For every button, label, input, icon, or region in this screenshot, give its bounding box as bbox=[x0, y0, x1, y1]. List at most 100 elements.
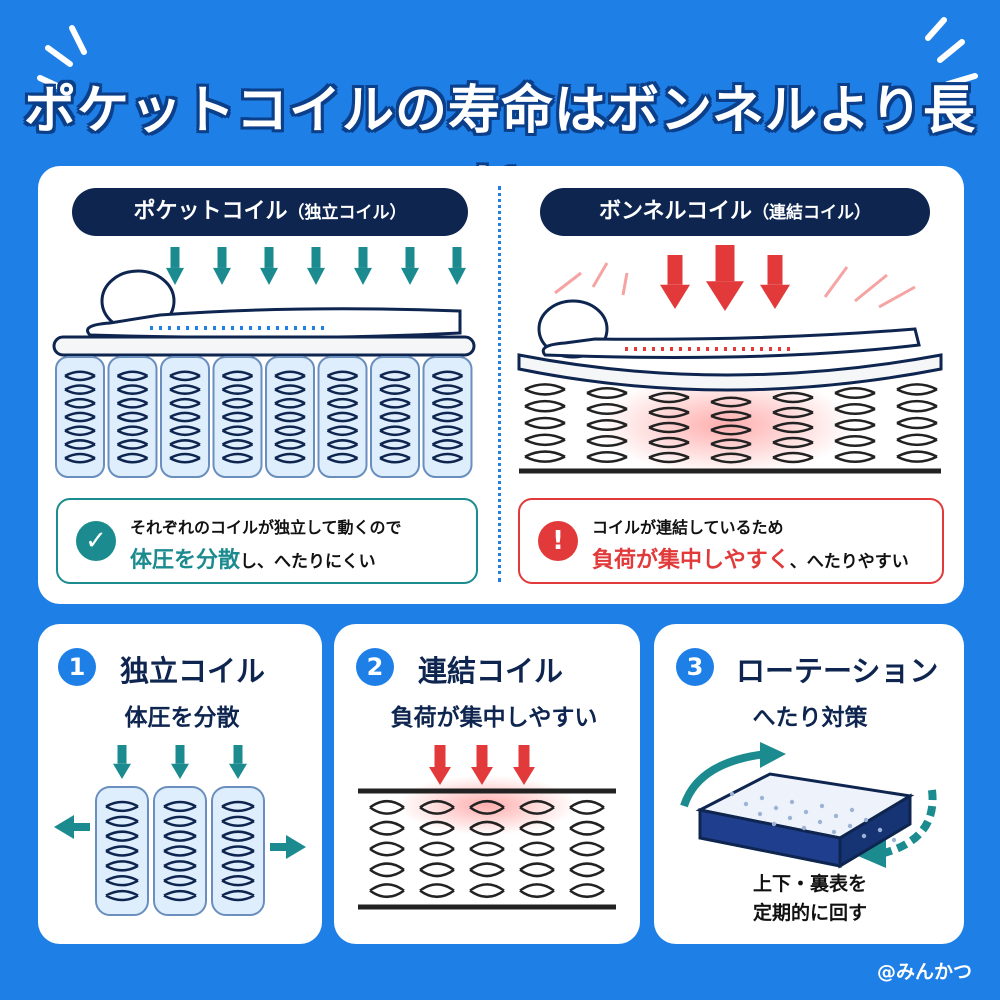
coil-spring bbox=[221, 370, 254, 464]
coil-spring bbox=[896, 383, 938, 463]
bonnell-callout-highlight: 負荷が集中しやすく bbox=[592, 548, 790, 573]
bonnell-callout-line1: コイルが連結しているため bbox=[592, 518, 784, 537]
coil-spring bbox=[834, 386, 876, 464]
bonnell-coil-label: ボンネルコイル（連結コイル） bbox=[540, 188, 930, 236]
arrow-shaft bbox=[217, 247, 227, 268]
author-handle: @みんかつ bbox=[876, 961, 972, 983]
arrow-shaft bbox=[434, 745, 446, 767]
card2-number: 2 bbox=[356, 648, 394, 686]
mattress-tuft bbox=[801, 825, 807, 831]
pocket-coil-cell bbox=[370, 356, 420, 478]
pocket-coil-label-sub: （独立コイル） bbox=[287, 203, 407, 223]
card2-heading: 連結コイル bbox=[418, 654, 564, 688]
exclamation-icon: ! bbox=[538, 521, 578, 561]
arrow-shaft bbox=[767, 255, 783, 285]
arrow-head bbox=[113, 763, 131, 779]
coil-spring bbox=[105, 800, 139, 902]
arrow-shaft bbox=[358, 247, 368, 268]
arrow-head bbox=[213, 267, 231, 285]
pocket-callout-line2: 体圧を分散し、へたりにくい bbox=[130, 542, 376, 574]
bonnell-callout-rest: 、へたりやすい bbox=[789, 552, 909, 572]
card1-sub-text: 体圧を分散 bbox=[124, 705, 240, 731]
mattress-tuft bbox=[831, 829, 837, 835]
coil-spring bbox=[369, 799, 405, 899]
pocket-callout-rest: し、へたりにくい bbox=[240, 552, 376, 572]
arrow-shaft bbox=[233, 745, 243, 764]
rotation-mattress-illustration bbox=[680, 742, 937, 869]
arrow-shaft bbox=[117, 745, 127, 764]
mattress-tuft bbox=[789, 799, 795, 805]
pocket-coil-callout: ✓ それぞれのコイルが独立して動くので 体圧を分散し、へたりにくい bbox=[56, 498, 478, 584]
card3-number: 3 bbox=[676, 648, 714, 686]
arrow-head bbox=[401, 267, 419, 285]
mattress-tuft bbox=[773, 805, 779, 811]
mattress-tuft bbox=[833, 813, 839, 819]
card1-coil-illustration bbox=[54, 745, 306, 916]
coil-spring bbox=[772, 391, 814, 464]
mattress-tuft bbox=[847, 823, 853, 829]
arrow-shaft bbox=[476, 745, 488, 767]
bonnell-coil-label-text: ボンネルコイル bbox=[598, 199, 753, 224]
arrow-shaft bbox=[405, 247, 415, 268]
arrow-head bbox=[229, 763, 247, 779]
coil-spring bbox=[569, 799, 605, 899]
card1-sub: 体圧を分散 bbox=[102, 698, 262, 732]
coil-spring bbox=[64, 370, 96, 464]
arrow-head bbox=[307, 267, 325, 285]
rotation-note: 上下・裏表を 定期的に回す bbox=[700, 870, 920, 928]
coil-spring bbox=[221, 800, 255, 902]
arrow-shaft bbox=[264, 247, 274, 268]
pocket-coil-cell bbox=[212, 356, 263, 478]
pocket-coil-illustration bbox=[52, 247, 476, 478]
mattress-tuft bbox=[819, 803, 825, 809]
coil-spring bbox=[169, 370, 201, 464]
mattress-tuft bbox=[759, 795, 765, 801]
arrow-head bbox=[354, 267, 372, 285]
coil-spring bbox=[710, 396, 752, 464]
coil-spring bbox=[469, 799, 505, 899]
coil-spring bbox=[326, 370, 359, 464]
pocket-coil-label-text: ポケットコイル bbox=[133, 199, 288, 224]
card2-sub-text: 負荷が集中しやすい bbox=[390, 705, 598, 731]
bonnell-coil-illustration bbox=[517, 245, 943, 475]
rotation-note-line1: 上下・裏表を bbox=[752, 873, 867, 895]
mattress-tuft bbox=[849, 807, 855, 813]
pocket-callout-line1: それぞれのコイルが独立して動くので bbox=[130, 518, 402, 537]
mattress-tuft bbox=[787, 815, 793, 821]
card3-heading: ローテーション bbox=[736, 654, 939, 688]
coil-spring bbox=[379, 370, 411, 464]
concentrated-load-arrows bbox=[660, 245, 790, 311]
pocket-coil-cell bbox=[55, 356, 105, 478]
mattress-tuft bbox=[863, 817, 869, 823]
downward-pressure-arrows bbox=[166, 247, 466, 285]
arrow-shaft bbox=[311, 247, 321, 268]
arrow-head bbox=[760, 284, 790, 309]
arrow-head bbox=[171, 763, 189, 779]
arrow-head bbox=[448, 267, 466, 285]
mattress-tuft bbox=[803, 809, 809, 815]
rotation-note-line2: 定期的に回す bbox=[752, 902, 867, 924]
check-icon: ✓ bbox=[76, 521, 116, 561]
coil-spring bbox=[519, 799, 555, 899]
arrow-shaft bbox=[715, 245, 735, 282]
coil-spring bbox=[648, 391, 690, 464]
pocket-coils bbox=[55, 356, 473, 478]
card1-number: 1 bbox=[58, 648, 96, 686]
card3-sub-text: へたり対策 bbox=[752, 705, 868, 731]
card2-coil-illustration bbox=[358, 745, 616, 910]
pocket-callout-highlight: 体圧を分散 bbox=[130, 548, 241, 573]
arrow-head bbox=[513, 767, 535, 785]
card3-sub: へたり対策 bbox=[730, 698, 890, 732]
mattress-tuft bbox=[743, 801, 749, 807]
coil-spring bbox=[431, 370, 464, 464]
coil-spring bbox=[163, 800, 197, 902]
mattress-tuft bbox=[757, 811, 763, 817]
pocket-coil-cell bbox=[160, 356, 210, 478]
arrow-head bbox=[660, 284, 690, 309]
arrow-shaft bbox=[175, 745, 185, 764]
pocket-coil-cell bbox=[265, 356, 315, 478]
arrow-shaft bbox=[518, 745, 530, 767]
pocket-coil-cell bbox=[317, 356, 368, 478]
pocket-coil-label: ポケットコイル（独立コイル） bbox=[72, 188, 468, 236]
coil-spring bbox=[274, 370, 306, 464]
